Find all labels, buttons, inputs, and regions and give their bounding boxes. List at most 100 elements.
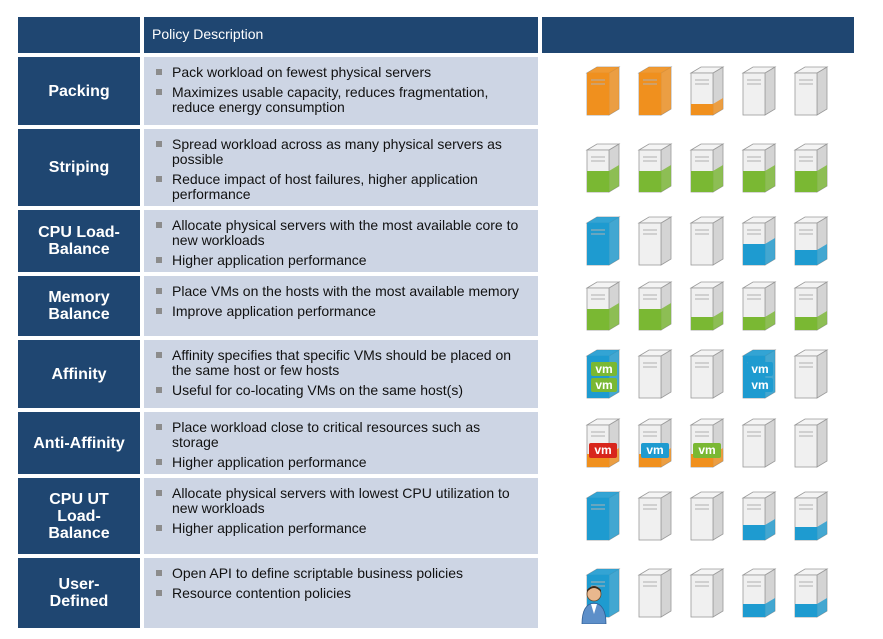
bullet-item: Reduce impact of host failures, higher a… [156,172,530,202]
header-icons-cell [542,17,854,53]
bullet-item: Improve application performance [156,304,530,319]
policy-description: Affinity specifies that specific VMs sho… [144,340,538,408]
policy-label: User- Defined [18,558,140,628]
server-icon: vm vm [741,348,777,400]
server-icon [637,142,673,194]
bullet-square-icon [156,459,162,465]
bullet-text: Reduce impact of host failures, higher a… [172,171,478,202]
server-icon: vm vm [585,348,621,400]
bullet-item: Useful for co-locating VMs on the same h… [156,383,530,398]
user-icon [581,584,607,629]
server-icon [585,65,621,117]
policy-description: Open API to define scriptable business p… [144,558,538,628]
server-icon [741,567,777,619]
bullet-text: Improve application performance [172,303,376,319]
server-icon [637,65,673,117]
bullet-square-icon [156,176,162,182]
svg-text:vm: vm [646,443,663,457]
policy-description: Spread workload across as many physical … [144,129,538,206]
bullet-square-icon [156,590,162,596]
policy-description: Place VMs on the hosts with the most ava… [144,276,538,336]
policy-description: Allocate physical servers with lowest CP… [144,478,538,554]
server-icon [793,348,829,400]
svg-text:vm: vm [594,443,611,457]
bullet-square-icon [156,525,162,531]
server-icon [637,348,673,400]
policy-label: Striping [18,129,140,206]
header-policy-description: Policy Description [152,26,264,42]
bullet-text: Place VMs on the hosts with the most ava… [172,283,520,299]
policy-label: CPU Load- Balance [18,210,140,272]
server-icon [637,215,673,267]
server-icon [689,142,725,194]
bullet-text: Maximizes usable capacity, reduces fragm… [172,84,489,115]
bullet-square-icon [156,288,162,294]
svg-text:vm: vm [595,362,612,376]
server-icon [793,567,829,619]
server-icon [689,280,725,332]
server-icon [689,348,725,400]
svg-text:vm: vm [751,362,768,376]
bullet-text: Allocate physical servers with lowest CP… [172,485,510,516]
bullet-square-icon [156,570,162,576]
bullet-text: Useful for co-locating VMs on the same h… [172,382,464,398]
policy-label: Anti-Affinity [18,412,140,474]
policy-description: Allocate physical servers with the most … [144,210,538,272]
bullet-text: Affinity specifies that specific VMs sho… [172,347,512,378]
policy-description: Pack workload on fewest physical servers… [144,57,538,125]
bullet-item: Open API to define scriptable business p… [156,566,530,581]
bullet-item: Place VMs on the hosts with the most ava… [156,284,530,299]
bullet-item: Allocate physical servers with the most … [156,218,530,248]
server-icon [793,280,829,332]
bullet-square-icon [156,424,162,430]
bullet-square-icon [156,308,162,314]
server-icon [585,280,621,332]
bullet-text: Resource contention policies [172,585,351,601]
server-icon: vm [689,417,725,469]
policy-description: Place workload close to critical resourc… [144,412,538,474]
bullet-item: Spread workload across as many physical … [156,137,530,167]
server-icon [689,490,725,542]
server-icon [793,215,829,267]
server-icon [741,65,777,117]
bullet-square-icon [156,69,162,75]
bullet-text: Spread workload across as many physical … [172,136,502,167]
server-icon [793,417,829,469]
server-icon [585,490,621,542]
server-icon: vm [585,417,621,469]
bullet-square-icon [156,141,162,147]
policy-label: Affinity [18,340,140,408]
bullet-item: Place workload close to critical resourc… [156,420,530,450]
server-icon [689,65,725,117]
server-icon [741,417,777,469]
server-icon [689,567,725,619]
bullet-item: Higher application performance [156,455,530,470]
server-icon [741,142,777,194]
svg-text:vm: vm [751,378,768,392]
bullet-text: Higher application performance [172,520,367,536]
policy-label: Memory Balance [18,276,140,336]
bullet-item: Higher application performance [156,521,530,536]
bullet-square-icon [156,490,162,496]
server-icon [793,65,829,117]
bullet-item: Pack workload on fewest physical servers [156,65,530,80]
server-icon [637,280,673,332]
bullet-square-icon [156,387,162,393]
policy-label: Packing [18,57,140,125]
bullet-item: Affinity specifies that specific VMs sho… [156,348,530,378]
server-icon [637,490,673,542]
server-icon [741,215,777,267]
server-icon [741,490,777,542]
server-icon [741,280,777,332]
svg-text:vm: vm [698,443,715,457]
bullet-text: Place workload close to critical resourc… [172,419,481,450]
bullet-square-icon [156,257,162,263]
bullet-item: Higher application performance [156,253,530,268]
server-icon: vm [637,417,673,469]
svg-text:vm: vm [595,378,612,392]
header-policy-description-cell: Policy Description [144,17,538,53]
bullet-square-icon [156,352,162,358]
server-icon [689,215,725,267]
bullet-item: Allocate physical servers with lowest CP… [156,486,530,516]
bullet-text: Higher application performance [172,454,367,470]
